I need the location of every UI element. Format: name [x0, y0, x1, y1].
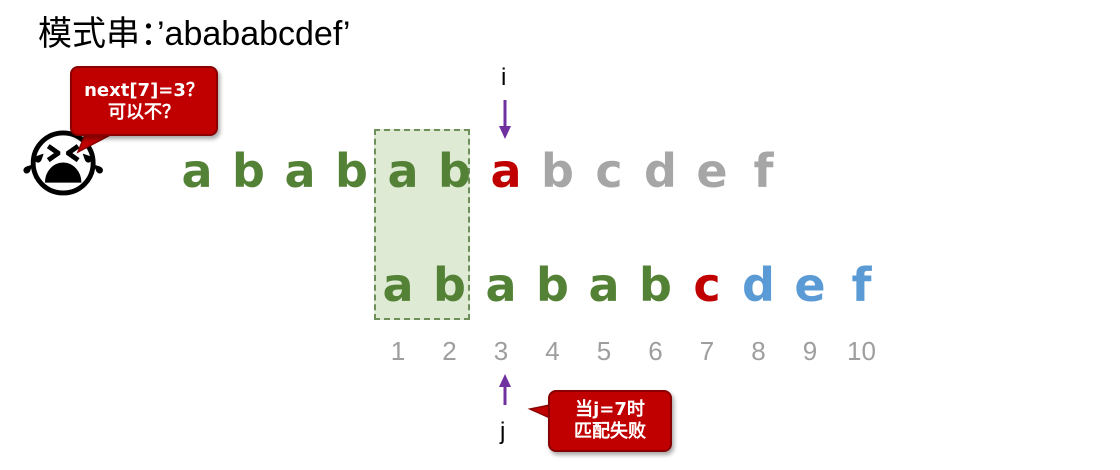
index-label-5: 5	[596, 336, 612, 366]
index-label-9: 9	[802, 336, 818, 366]
index-label-7: 7	[699, 336, 715, 366]
index-label-10: 10	[847, 336, 876, 366]
pattern-char-6: b	[639, 258, 672, 312]
main-char-1: a	[181, 144, 213, 198]
main-char-2: b	[232, 144, 265, 198]
main-char-11: e	[696, 144, 728, 198]
pointer-j-label: j	[500, 418, 506, 445]
index-label-8: 8	[751, 336, 766, 366]
pattern-char-7: c	[693, 258, 721, 312]
main-char-6: b	[438, 144, 471, 198]
pointer-j-arrow	[499, 374, 511, 405]
pattern-char-2: b	[433, 258, 466, 312]
pattern-char-5: a	[588, 258, 620, 312]
index-label-1: 1	[390, 336, 406, 366]
index-label-2: 2	[442, 336, 457, 366]
page-title: 模式串：’abababcdef’	[38, 6, 350, 55]
main-char-5: a	[387, 144, 419, 198]
index-label-3: 3	[493, 336, 509, 366]
pattern-char-3: a	[485, 258, 517, 312]
main-char-9: c	[595, 144, 623, 198]
callout-bottom-line1: 当j=7时	[575, 399, 645, 420]
main-char-10: d	[644, 144, 677, 198]
main-char-8: b	[541, 144, 574, 198]
pointer-i-label: i	[501, 64, 507, 91]
pattern-char-4: b	[536, 258, 569, 312]
pointer-i-arrow	[499, 100, 511, 139]
title-pattern: ’abababcdef’	[157, 15, 351, 53]
main-char-4: b	[335, 144, 368, 198]
index-label-4: 4	[545, 336, 560, 366]
pattern-char-1: a	[382, 258, 414, 312]
main-char-7: a	[490, 144, 522, 198]
pattern-char-10: f	[851, 258, 872, 312]
mismatch-callout: 当j=7时 匹配失败	[548, 390, 672, 452]
pattern-char-9: e	[794, 258, 826, 312]
title-prefix: 模式串：	[38, 14, 157, 54]
index-label-6: 6	[648, 336, 663, 366]
pattern-char-8: d	[742, 258, 775, 312]
matched-prefix-highlight	[374, 129, 470, 320]
callout-bottom-line2: 匹配失败	[574, 421, 646, 442]
callout-top-line1: next[7]=3？	[84, 80, 204, 101]
callout-top-line2: 可以不？	[108, 102, 180, 123]
main-char-3: a	[284, 144, 316, 198]
main-char-12: f	[753, 144, 774, 198]
question-callout: next[7]=3？ 可以不？	[70, 66, 218, 136]
